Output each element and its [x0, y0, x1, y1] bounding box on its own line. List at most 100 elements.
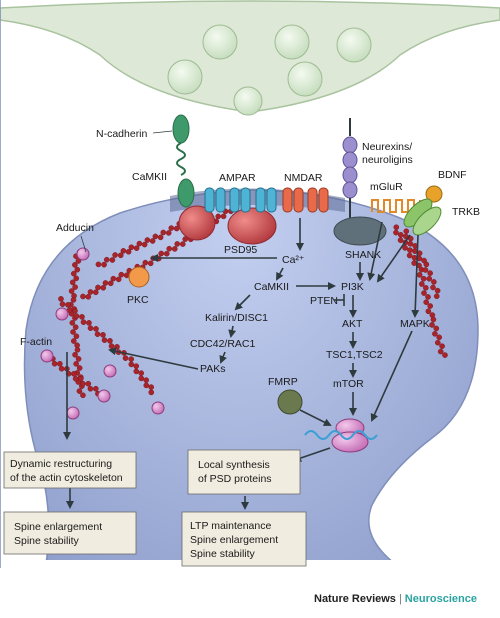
- actin-bead: [421, 290, 427, 296]
- pten-label: PTEN: [310, 295, 338, 307]
- psd95-scaffold: [227, 207, 277, 245]
- mglur-label: mGluR: [370, 181, 403, 193]
- actin-bead: [72, 284, 78, 290]
- actin-bead: [112, 252, 118, 258]
- actin-bead: [76, 388, 83, 394]
- actin-bead: [75, 356, 82, 362]
- actin-bead: [436, 334, 443, 341]
- actin-bead: [73, 313, 80, 319]
- actin-bead: [136, 240, 143, 247]
- actin-bead: [168, 225, 175, 231]
- actin-bead: [173, 225, 180, 232]
- actin-bead: [158, 250, 165, 257]
- actin-bead: [157, 234, 164, 241]
- camkii-label: CaMKII: [254, 281, 289, 293]
- outcome-boxes: Dynamic restructuring of the actin cytos…: [3, 449, 307, 567]
- actin-bead: [72, 351, 78, 358]
- akt-label: AKT: [342, 318, 363, 330]
- actin-bead: [407, 240, 414, 247]
- actin-bead: [51, 360, 58, 367]
- actin-bead: [143, 377, 150, 383]
- actin-bead: [163, 250, 170, 257]
- ltp-maintenance-line1: LTP maintenance: [190, 520, 271, 532]
- actin-bead: [120, 248, 127, 254]
- actin-bead: [73, 361, 79, 367]
- adducin-cap: [66, 406, 80, 420]
- pkc-label: PKC: [127, 294, 149, 306]
- ampar-receptors: [204, 187, 277, 213]
- actin-bead: [406, 252, 413, 259]
- actin-bead: [80, 319, 87, 325]
- calcium-label: Ca²⁺: [282, 254, 305, 266]
- actin-bead: [149, 238, 156, 244]
- actin-bead: [80, 380, 86, 387]
- actin-bead: [148, 384, 155, 390]
- actin-bead: [141, 241, 148, 248]
- ampar-label: AMPAR: [219, 172, 256, 184]
- spine-enlargement-box: [3, 511, 137, 555]
- dynamic-restructuring-line1: Dynamic restructuring: [10, 458, 112, 470]
- actin-bead: [115, 276, 122, 283]
- synaptic-vesicles: [167, 24, 372, 116]
- bdnf-label: BDNF: [438, 169, 467, 181]
- actin-bead: [114, 344, 120, 350]
- dynamic-restructuring-line2: of the actin cytoskeleton: [10, 472, 123, 484]
- nmdar-label: NMDAR: [284, 172, 323, 184]
- actin-bead: [117, 252, 124, 259]
- actin-bead: [142, 259, 149, 266]
- spine-enlargement-line1: Spine enlargement: [14, 521, 102, 533]
- spine-enlargement-line2: Spine stability: [14, 535, 80, 547]
- actin-bead: [72, 375, 79, 382]
- actin-bead: [397, 237, 404, 244]
- actin-bead: [128, 244, 135, 251]
- actin-bead: [107, 338, 113, 344]
- adducin-cap: [103, 364, 117, 378]
- actin-bead: [430, 284, 436, 291]
- signalling-arrows: [63, 218, 420, 510]
- actin-bead: [103, 256, 110, 263]
- actin-bead: [109, 257, 116, 263]
- actin-bead: [74, 347, 81, 353]
- local-synthesis-line1: Local synthesis: [198, 459, 270, 471]
- actin-bead: [432, 330, 438, 337]
- actin-bead: [86, 320, 92, 326]
- actin-bead: [73, 275, 80, 282]
- kalirin-label: Kalirin/DISC1: [205, 312, 268, 324]
- actin-bead: [147, 260, 154, 267]
- journal-separator: |: [398, 593, 402, 605]
- actin-bead: [58, 365, 65, 372]
- actin-bead: [429, 322, 435, 328]
- actin-bead: [59, 301, 66, 307]
- neurexins-label-2: neuroligins: [362, 154, 413, 166]
- actin-bead: [128, 356, 135, 362]
- mapk-label: MAPK: [400, 318, 430, 330]
- shank-label: SHANK: [345, 249, 381, 261]
- nmdar-receptors: [282, 187, 329, 213]
- actin-bead: [85, 380, 92, 387]
- actin-bead: [118, 271, 125, 278]
- actin-bead: [393, 229, 399, 236]
- actin-bead: [427, 270, 433, 276]
- trkb-label: TRKB: [452, 206, 480, 218]
- actin-bead: [179, 241, 186, 247]
- pi3k-label: PI3K: [341, 281, 364, 293]
- ltp-maintenance-box: [181, 511, 307, 567]
- actin-bead: [423, 285, 429, 291]
- bdnf-ligand: [425, 185, 443, 203]
- neurexin-neuroligin-stack: [342, 118, 358, 222]
- f-actin-label: F-actin: [20, 336, 52, 348]
- actin-bead: [402, 245, 408, 251]
- actin-bead: [148, 389, 155, 396]
- neurexins-label-1: Neurexins/: [362, 141, 412, 153]
- actin-bead: [165, 230, 172, 236]
- pten-inhibition: [334, 294, 345, 306]
- actin-bead: [425, 308, 432, 315]
- local-synthesis-line2: of PSD proteins: [198, 473, 272, 485]
- presynaptic-terminal: [0, 0, 500, 113]
- actin-bead: [87, 325, 94, 331]
- actin-bead: [433, 293, 440, 300]
- actin-bead: [65, 302, 71, 308]
- actin-bead: [220, 213, 227, 220]
- actin-bead: [94, 331, 101, 337]
